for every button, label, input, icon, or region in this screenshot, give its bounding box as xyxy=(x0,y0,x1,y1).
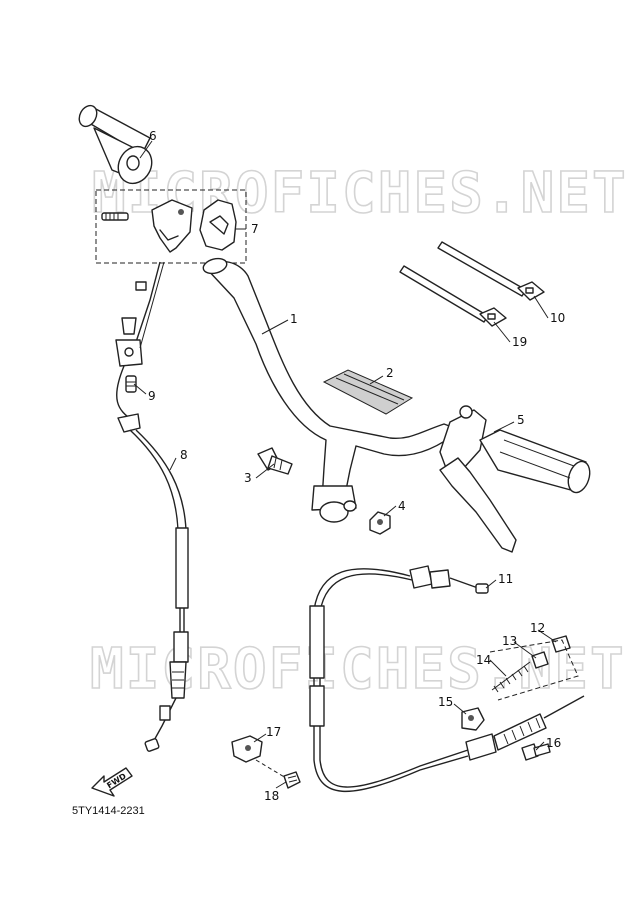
callout-10[interactable]: 10 xyxy=(550,311,565,325)
part-9-screw[interactable] xyxy=(125,375,137,393)
diagram-code: 5TY1414-2231 xyxy=(72,805,145,817)
callout-6[interactable]: 6 xyxy=(149,129,157,143)
callout-13[interactable]: 13 xyxy=(502,634,517,648)
callout-19[interactable]: 19 xyxy=(512,335,527,349)
callout-8[interactable]: 8 xyxy=(180,448,188,462)
brake-cable-lower-end[interactable] xyxy=(465,695,585,761)
part-17-clamp[interactable] xyxy=(231,735,263,763)
part-1-handlebar[interactable] xyxy=(202,256,461,523)
part-18-bolt[interactable] xyxy=(283,771,301,789)
part-5-right-grip[interactable] xyxy=(439,405,593,553)
callout-11[interactable]: 11 xyxy=(498,572,513,586)
callout-7[interactable]: 7 xyxy=(251,222,259,236)
part-2-pad[interactable] xyxy=(322,369,414,415)
callout-3[interactable]: 3 xyxy=(244,471,252,485)
callout-2[interactable]: 2 xyxy=(386,366,394,380)
part-11-cable-end[interactable] xyxy=(409,565,489,594)
fwd-arrow-icon: FWD xyxy=(91,767,133,797)
part-3-bolt[interactable] xyxy=(257,447,293,475)
callout-17[interactable]: 17 xyxy=(266,725,281,739)
callout-5[interactable]: 5 xyxy=(517,413,525,427)
brake-cable[interactable] xyxy=(309,568,469,793)
callout-1[interactable]: 1 xyxy=(290,312,298,326)
part-13-adjuster-nut[interactable] xyxy=(531,651,549,669)
part-19-cable-tie[interactable] xyxy=(399,265,507,327)
part-4-nut[interactable] xyxy=(369,511,391,535)
callout-12[interactable]: 12 xyxy=(530,621,545,635)
part-8-throttle-cable[interactable] xyxy=(115,261,189,752)
leader-lines xyxy=(133,140,557,789)
part-16-bolt[interactable] xyxy=(521,743,551,761)
part-7-grip-housing-group[interactable] xyxy=(95,189,247,264)
callout-9[interactable]: 9 xyxy=(148,389,156,403)
part-15-bracket[interactable] xyxy=(461,707,485,731)
callout-16[interactable]: 16 xyxy=(546,736,561,750)
part-14-spring[interactable] xyxy=(491,661,531,693)
callout-18[interactable]: 18 xyxy=(264,789,279,803)
part-10-cable-tie[interactable] xyxy=(437,241,545,301)
part-6-throttle-grip[interactable] xyxy=(76,103,158,190)
callout-4[interactable]: 4 xyxy=(398,499,406,513)
callout-15[interactable]: 15 xyxy=(438,695,453,709)
callout-14[interactable]: 14 xyxy=(476,653,491,667)
